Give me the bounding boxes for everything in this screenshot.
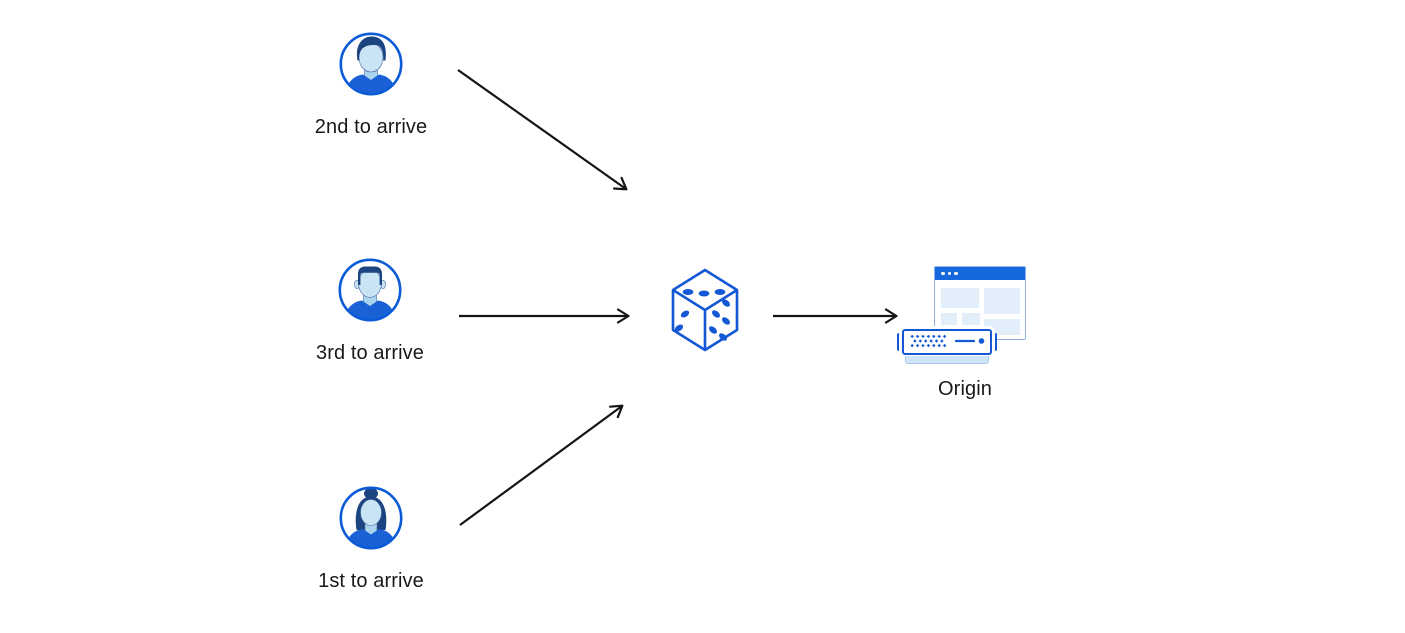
origin-server-icon <box>897 329 997 365</box>
server-mount-tab <box>897 333 905 351</box>
server-front-detail <box>910 334 985 348</box>
avatar-woman-bun-icon <box>339 486 403 550</box>
user-node-1st: 1st to arrive <box>318 485 424 591</box>
arrow-user-1st-to-dice <box>459 404 624 526</box>
user-label-1st: 1st to arrive <box>318 570 424 592</box>
content-block <box>984 288 1020 314</box>
content-block <box>941 313 957 325</box>
server-body <box>902 329 992 355</box>
browser-window-icon <box>934 266 1026 340</box>
dice-icon <box>671 268 739 352</box>
titlebar-dot <box>941 271 945 276</box>
origin-label: Origin <box>938 378 992 400</box>
randomizer-node <box>670 268 740 357</box>
content-block <box>962 313 980 325</box>
user-label-3rd: 3rd to arrive <box>315 342 425 364</box>
titlebar-dot <box>954 271 958 276</box>
server-mount-tab <box>989 333 997 351</box>
origin-node: Origin <box>897 266 1031 406</box>
avatar-man-short-hair-icon <box>338 258 402 322</box>
avatar-man-swept-hair-icon <box>339 32 403 96</box>
arrow-user-2nd-to-dice <box>457 69 628 191</box>
content-block <box>941 288 979 308</box>
server-led-dot <box>978 338 985 344</box>
browser-titlebar <box>935 267 1025 280</box>
user-node-3rd: 3rd to arrive <box>316 257 424 363</box>
user-node-2nd: 2nd to arrive <box>315 31 427 137</box>
server-base <box>905 356 989 364</box>
user-label-2nd: 2nd to arrive <box>314 116 428 138</box>
titlebar-dot <box>947 271 952 276</box>
content-block <box>984 319 1020 335</box>
